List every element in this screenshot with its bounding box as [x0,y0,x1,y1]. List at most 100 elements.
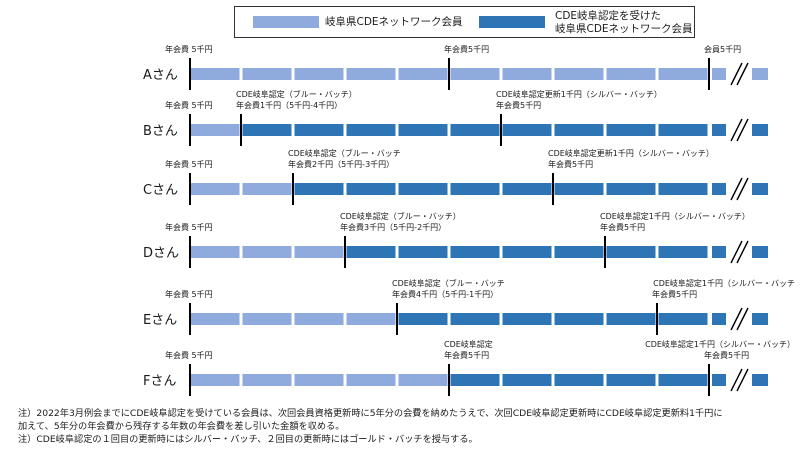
year-segment [191,68,240,80]
event-label: 年会費5千円 [704,350,749,360]
legend-label-member: 岐阜県CDEネットワーク会員 [325,16,463,28]
year-segment [752,183,768,195]
year-segment [554,124,604,136]
year-segment [450,68,500,80]
event-label: 年会費5千円 [444,44,489,54]
year-segment [398,183,448,195]
footnote-2: 注）CDE岐阜認定の１回目の更新時にはシルバー・バッチ、２回目の更新時にはゴール… [18,434,478,445]
event-label: 年会費5千円 [444,350,489,360]
legend-label-certified-line2: 岐阜県CDEネットワーク会員 [555,23,693,35]
event-label: 年会費5千円 [496,100,541,110]
year-segment [752,374,768,386]
year-segment [712,183,726,195]
break-mark [730,62,743,86]
year-segment [554,183,604,195]
legend-label-certified-line1: CDE岐阜認定を受けた [555,10,662,22]
event-label: CDE岐阜認定（ブルー・バッチ） [236,89,357,99]
year-segment [191,183,240,195]
legend-swatch-member [253,16,319,28]
year-segment [752,68,768,80]
year-segment [346,313,396,325]
year-segment [450,374,500,386]
start-fee-label: 年会費 5千円 [165,44,213,54]
event-label: 年会費3千円（5千円-2千円） [340,222,446,232]
event-label: 年会費2千円（5千円-3千円） [288,159,394,169]
year-segment [450,313,500,325]
year-segment [242,124,292,136]
break-mark [730,368,743,392]
row-name: Cさん [143,183,178,198]
year-segment [658,313,708,325]
year-segment [398,246,448,258]
year-segment [752,313,768,325]
event-label: CDE岐阜認定1千円（シルバー・バッチ [653,278,795,288]
break-mark [730,177,743,201]
start-fee-label: 年会費 5千円 [165,289,213,299]
year-segment [294,68,344,80]
year-segment [712,246,726,258]
break-mark [736,307,749,331]
break-mark [736,368,749,392]
year-segment [752,246,768,258]
year-segment [346,246,396,258]
year-segment [450,183,500,195]
year-segment [606,246,656,258]
start-fee-label: 年会費 5千円 [165,222,213,232]
row-name: Bさん [143,124,178,139]
event-label: CDE岐阜認定更新1千円（シルバー・バッチ） [548,148,714,158]
year-segment [658,246,708,258]
year-segment [554,313,604,325]
year-segment [398,313,448,325]
break-mark [730,240,743,264]
year-segment [191,246,240,258]
year-segment [346,68,396,80]
year-segment [242,68,292,80]
break-mark [736,62,749,86]
year-segment [294,246,344,258]
year-segment [554,246,604,258]
year-segment [502,183,552,195]
year-segment [502,124,552,136]
year-segment [242,183,292,195]
start-fee-label: 年会費 5千円 [165,350,213,360]
year-segment [346,183,396,195]
event-label: 年会費1千円（5千円-4千円） [236,100,342,110]
legend: 岐阜県CDEネットワーク会員 CDE岐阜認定を受けた 岐阜県CDEネットワーク会… [234,6,695,38]
event-label: 年会費4千円（5千円-1千円） [392,289,498,299]
year-segment [242,246,292,258]
year-segment [502,246,552,258]
year-segment [658,374,708,386]
event-label: CDE岐阜認定（ブルー・バッチ [392,278,505,288]
year-segment [191,374,240,386]
event-label: CDE岐阜認定（ブルー・バッチ [288,148,401,158]
event-label: CDE岐阜認定（ブルー・バッチ） [340,211,461,221]
event-label: CDE岐阜認定1千円（シルバー・バッチ） [645,339,795,349]
year-segment [398,68,448,80]
break-mark [730,307,743,331]
year-segment [242,313,292,325]
year-segment [606,124,656,136]
break-mark [736,118,749,142]
footnote-1-line2: 加えて、5年分の年会費から残存する年数の年会費を差し引いた金額を収める。 [18,421,345,432]
year-segment [294,374,344,386]
year-segment [658,68,708,80]
year-segment [502,374,552,386]
event-label: CDE岐阜認定1千円（シルバー・バッチ） [600,211,750,221]
year-segment [712,313,726,325]
year-segment [502,68,552,80]
year-segment [398,374,448,386]
year-segment [554,374,604,386]
year-segment [450,124,500,136]
break-mark [730,118,743,142]
row-name: Aさん [143,68,178,83]
year-segment [294,183,344,195]
year-segment [398,124,448,136]
year-segment [346,374,396,386]
row-name: Eさん [143,313,177,328]
break-mark [736,240,749,264]
year-segment [554,68,604,80]
legend-swatch-certified [479,16,545,28]
row-name: Fさん [143,374,176,389]
year-segment [712,124,726,136]
